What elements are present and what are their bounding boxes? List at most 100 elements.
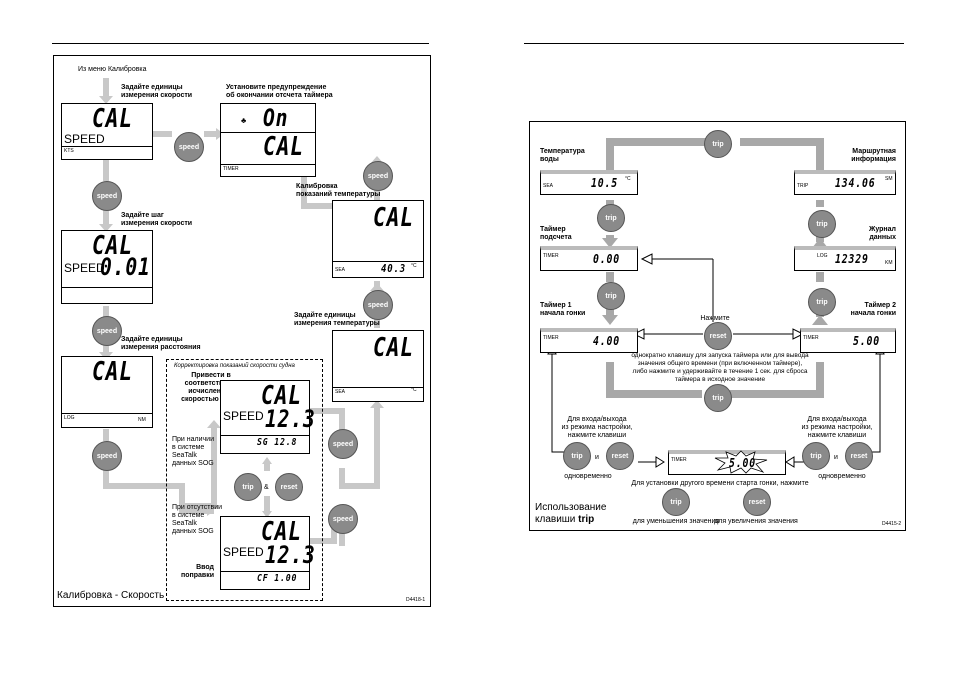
trip-button[interactable]: trip — [802, 442, 830, 470]
lcd-label-sea: SEA — [335, 389, 346, 395]
left-caption: Калибровка - Скорость — [57, 590, 165, 601]
lcd-label-sea: SEA — [335, 267, 346, 273]
lcd-divider — [221, 435, 309, 436]
sog-present-text: При наличии в системе SeaTalk данных SOG — [172, 436, 214, 467]
right-caption-line2: клавиши trip — [535, 514, 594, 525]
enter-correction-text: Ввод поправки — [180, 564, 214, 579]
lcd-timer-alarm: ♣ On CAL TIMER — [220, 103, 316, 177]
water-temp-label: Температура воды — [540, 148, 585, 163]
lcd-label-trip: TRIP — [797, 183, 809, 189]
bell-icon: ♣ — [241, 116, 247, 125]
trip-button[interactable]: trip — [597, 204, 625, 232]
setup-left-text: Для входа/выхода из режима настройки, на… — [561, 416, 633, 439]
lcd-temp-units: CAL SEA °C — [332, 330, 424, 402]
reset-button[interactable]: reset — [743, 488, 771, 516]
right-figure-code: D4415-2 — [882, 521, 902, 527]
lcd-label-log: LOG — [64, 415, 75, 421]
lcd-race-timer2: TIMER 5.00 — [800, 328, 896, 353]
lcd-log: LOG 12329 KM — [794, 246, 896, 271]
countdown-label: Таймер подсчета — [540, 226, 572, 241]
trip-button[interactable]: trip — [597, 282, 625, 310]
reset-button[interactable]: reset — [845, 442, 873, 470]
trip-button[interactable]: trip — [234, 473, 262, 501]
lcd-countdown: TIMER 0.00 — [540, 246, 638, 271]
decrease-text: для уменьшения значения — [632, 518, 720, 525]
lcd-divider — [333, 387, 423, 388]
speed-calibration-panel: Из меню Калибровка Задайте единицы измер… — [53, 55, 431, 607]
simultaneous-right: одновременно — [818, 473, 866, 480]
trip-button[interactable]: trip — [704, 130, 732, 158]
speed-button[interactable]: speed — [92, 441, 122, 471]
speed-button[interactable]: speed — [328, 429, 358, 459]
lcd-log-value: 12329 — [835, 252, 869, 266]
lcd-value: CAL — [92, 104, 133, 134]
step-distance-units: Задайте единицы измерения расстояния — [121, 336, 201, 351]
lcd-value: CAL — [263, 132, 304, 162]
speed-button[interactable]: speed — [363, 290, 393, 320]
lcd-timer-setup: TIMER 5.00 — [668, 450, 786, 475]
flash-burst-icon — [714, 450, 768, 474]
log-data-label: Журнал данных — [869, 226, 896, 241]
lcd-divider — [62, 287, 152, 288]
trip-button[interactable]: trip — [662, 488, 690, 516]
trip-button[interactable]: trip — [808, 288, 836, 316]
lcd-water-temp: SEA 10.5 °C — [540, 170, 638, 195]
trip-button[interactable]: trip — [808, 210, 836, 238]
amp-text: & — [264, 484, 269, 491]
lcd-distance-units: CAL LOG NM — [61, 356, 153, 428]
lcd-label-timer: TIMER — [223, 166, 239, 172]
caption-key: trip — [578, 514, 595, 525]
lcd-divider — [62, 413, 152, 414]
lcd-cf-value: CF 1.00 — [257, 573, 298, 584]
lcd-race-timer1: TIMER 4.00 — [540, 328, 638, 353]
simultaneous-left: одновременно — [564, 473, 612, 480]
step-speed-step: Задайте шаг измерения скорости — [121, 212, 193, 227]
set-other-time-text: Для установки другого времени старта гон… — [631, 480, 809, 487]
trip-button[interactable]: trip — [704, 384, 732, 412]
trip-button[interactable]: trip — [563, 442, 591, 470]
lcd-label-km: KM — [885, 260, 893, 266]
step-temp-calibration: Калибровка показаний температуры — [296, 183, 381, 198]
sog-box-title: Корректировка показаний скорости судна — [174, 363, 295, 369]
lcd-trip-value: 134.06 — [835, 176, 876, 190]
step-speed-units: Задайте единицы измерения скорости — [121, 84, 193, 99]
lcd-divider — [221, 164, 315, 165]
lcd-label-sm: SM — [885, 176, 893, 182]
lcd-label-kts: KTS — [64, 148, 74, 154]
and-text-left: и — [595, 454, 599, 461]
race-timer1-label: Таймер 1 начала гонки — [540, 302, 586, 317]
lcd-label-timer: TIMER — [803, 335, 819, 341]
setup-right-text: Для входа/выхода из режима настройки, на… — [801, 416, 873, 439]
intro-text: Из меню Калибровка — [78, 66, 147, 73]
lcd-value: CAL — [373, 203, 414, 233]
speed-button[interactable]: speed — [328, 504, 358, 534]
reset-button[interactable]: reset — [606, 442, 634, 470]
lcd-label-log: LOG — [817, 253, 828, 259]
lcd-divider — [221, 571, 309, 572]
lcd-timer-value: 5.00 — [853, 334, 880, 348]
lcd-value: CAL — [92, 357, 133, 387]
speed-button[interactable]: speed — [174, 132, 204, 162]
lcd-timer-value: 4.00 — [593, 334, 620, 348]
caption-prefix: клавиши — [535, 514, 576, 525]
reset-button[interactable]: reset — [275, 473, 303, 501]
lcd-timer-value: 0.00 — [593, 252, 620, 266]
lcd-label-speed: SPEED — [64, 132, 105, 146]
right-caption-line1: Использование — [535, 502, 607, 513]
lcd-temp-calibration: CAL SEA 40.3 °C — [332, 200, 424, 278]
lcd-timer-value: 5.00 — [729, 456, 756, 470]
step-temp-units: Задайте единицы измерения температуры — [294, 312, 380, 327]
race-timer2-label: Таймер 2 начала гонки — [850, 302, 896, 317]
step-timer-alarm: Установите предупреждение об окончании о… — [226, 84, 333, 99]
right-page-rule — [524, 43, 904, 44]
lcd-label-degc: °C — [411, 263, 417, 269]
reset-button[interactable]: reset — [704, 322, 732, 350]
speed-button[interactable]: speed — [92, 316, 122, 346]
speed-button[interactable]: speed — [363, 161, 393, 191]
lcd-label-timer: TIMER — [543, 335, 559, 341]
lcd-label-speed: SPEED — [223, 409, 264, 423]
lcd-divider — [333, 261, 423, 262]
speed-button[interactable]: speed — [92, 181, 122, 211]
press-label: Нажмите — [700, 315, 730, 322]
lcd-label-nm: NM — [138, 417, 146, 423]
